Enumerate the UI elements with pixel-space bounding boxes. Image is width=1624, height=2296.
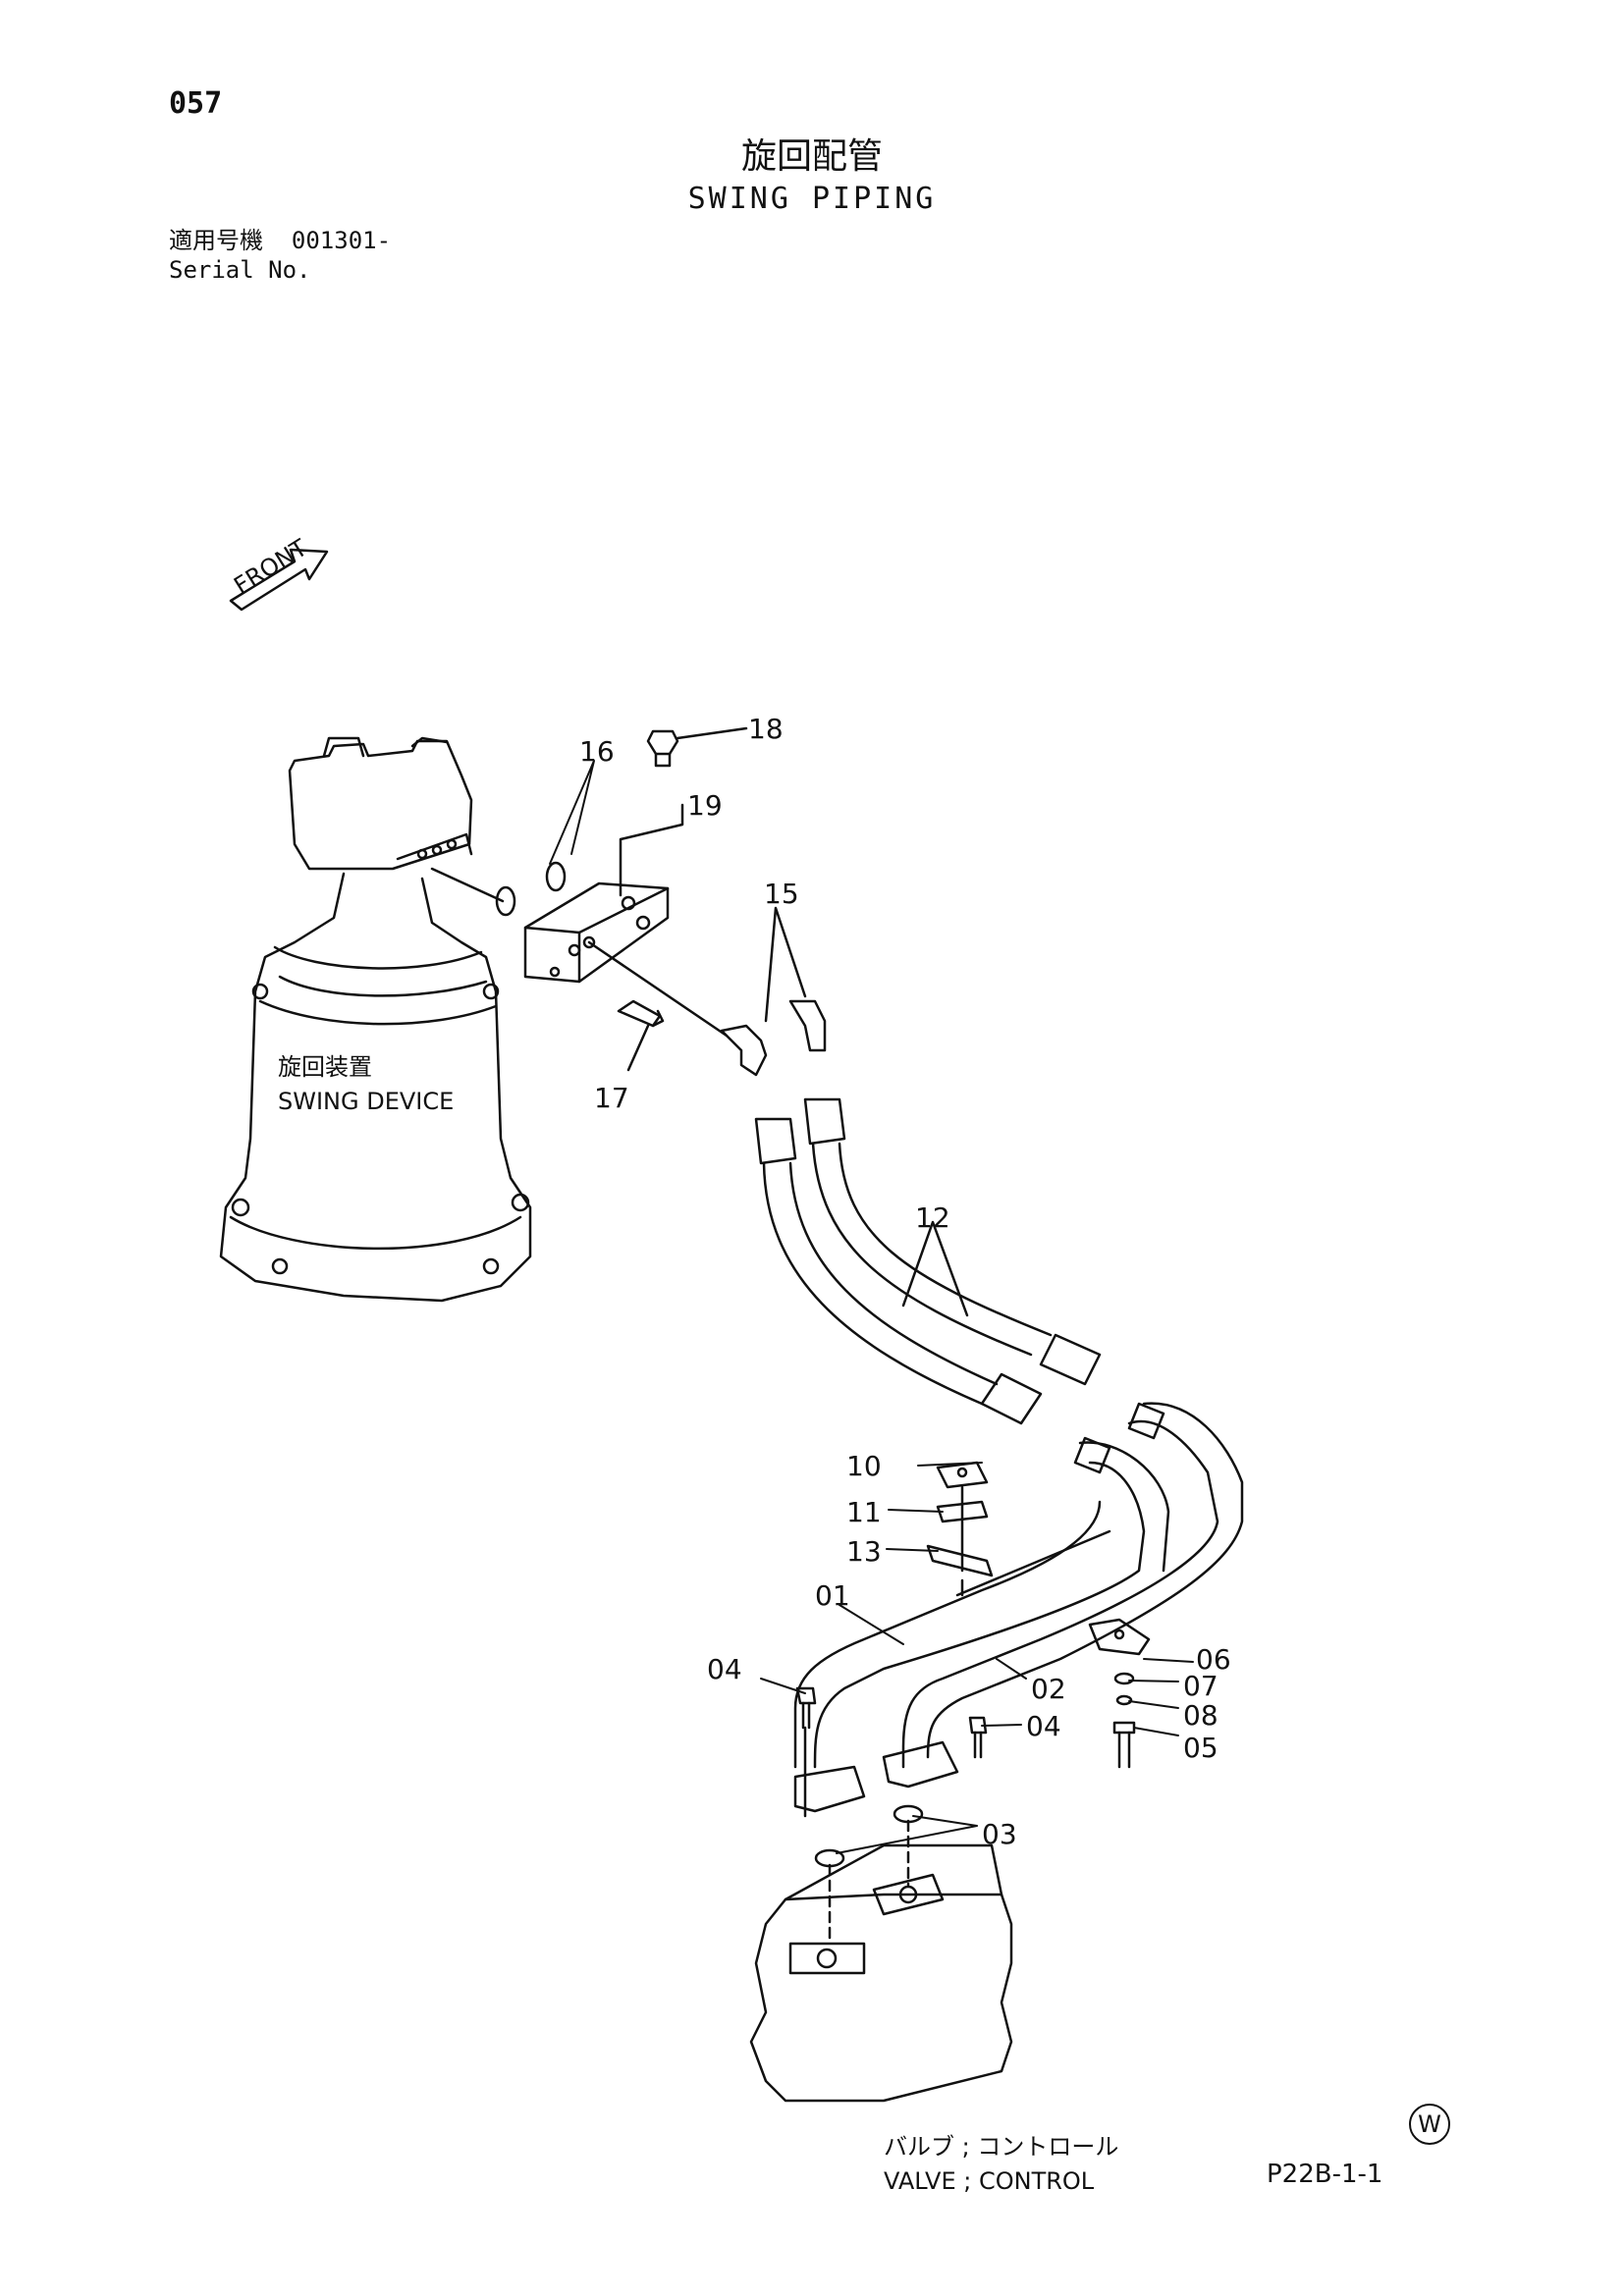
callout-02: 02: [1031, 1673, 1066, 1705]
valve-label-en: VALVE ; CONTROL: [884, 2167, 1095, 2195]
page-number: 057: [169, 86, 223, 121]
o-rings-16: [430, 861, 567, 917]
serial-value: 001301-: [291, 227, 392, 254]
callout-18: 18: [748, 713, 784, 745]
hoses-12: [754, 1097, 1102, 1425]
serial-block: 適用号機 001301- Serial No.: [169, 226, 391, 285]
callout-04-right: 04: [1026, 1710, 1061, 1742]
bolts-04: [795, 1686, 988, 1818]
swing-device-label-jp: 旋回装置: [278, 1053, 372, 1081]
serial-label-jp: 適用号機: [169, 227, 263, 254]
block-19: [523, 803, 684, 984]
callout-05: 05: [1183, 1732, 1218, 1764]
leader-lines: [549, 760, 1194, 1854]
o-rings-03: [814, 1804, 924, 1868]
callout-04-left: 04: [707, 1653, 742, 1685]
clamp-10-11-13: [926, 1461, 1111, 1597]
callout-12: 12: [915, 1201, 950, 1234]
swing-device-label-en: SWING DEVICE: [278, 1088, 454, 1115]
callout-10: 10: [846, 1450, 882, 1482]
valve-label-jp: バルブ ; コントロール: [884, 2133, 1118, 2161]
callout-03: 03: [982, 1818, 1017, 1850]
watermark-badge: W: [1409, 2104, 1450, 2145]
page-title-en: SWING PIPING: [687, 182, 937, 216]
callout-16: 16: [579, 735, 615, 768]
callout-17: 17: [594, 1082, 629, 1114]
clamp-06: [1088, 1618, 1151, 1769]
pipes-01-02: [793, 1402, 1244, 1813]
callout-11: 11: [846, 1496, 882, 1528]
callout-07: 07: [1183, 1670, 1218, 1702]
callout-08: 08: [1183, 1699, 1218, 1732]
callouts: 16 18 19 15 17 12 10 11 13 01 02 04 04 0…: [579, 713, 1231, 1850]
page-title-jp: 旋回配管: [740, 136, 883, 177]
drawing-code: P22B-1-1: [1267, 2160, 1383, 2189]
swing-device: 旋回装置 SWING DEVICE: [219, 736, 532, 1303]
bolt-17: [617, 999, 665, 1072]
callout-01: 01: [815, 1579, 850, 1612]
callout-06: 06: [1196, 1643, 1231, 1676]
serial-label-en: Serial No.: [169, 256, 311, 284]
callout-15: 15: [764, 878, 799, 910]
callout-13: 13: [846, 1535, 882, 1568]
front-arrow: FRONT: [229, 534, 329, 612]
callout-19: 19: [687, 789, 723, 822]
plug-18: [646, 726, 748, 768]
control-valve: バルブ ; コントロール VALVE ; CONTROL: [749, 1819, 1118, 2195]
elbows-15: [587, 906, 827, 1077]
